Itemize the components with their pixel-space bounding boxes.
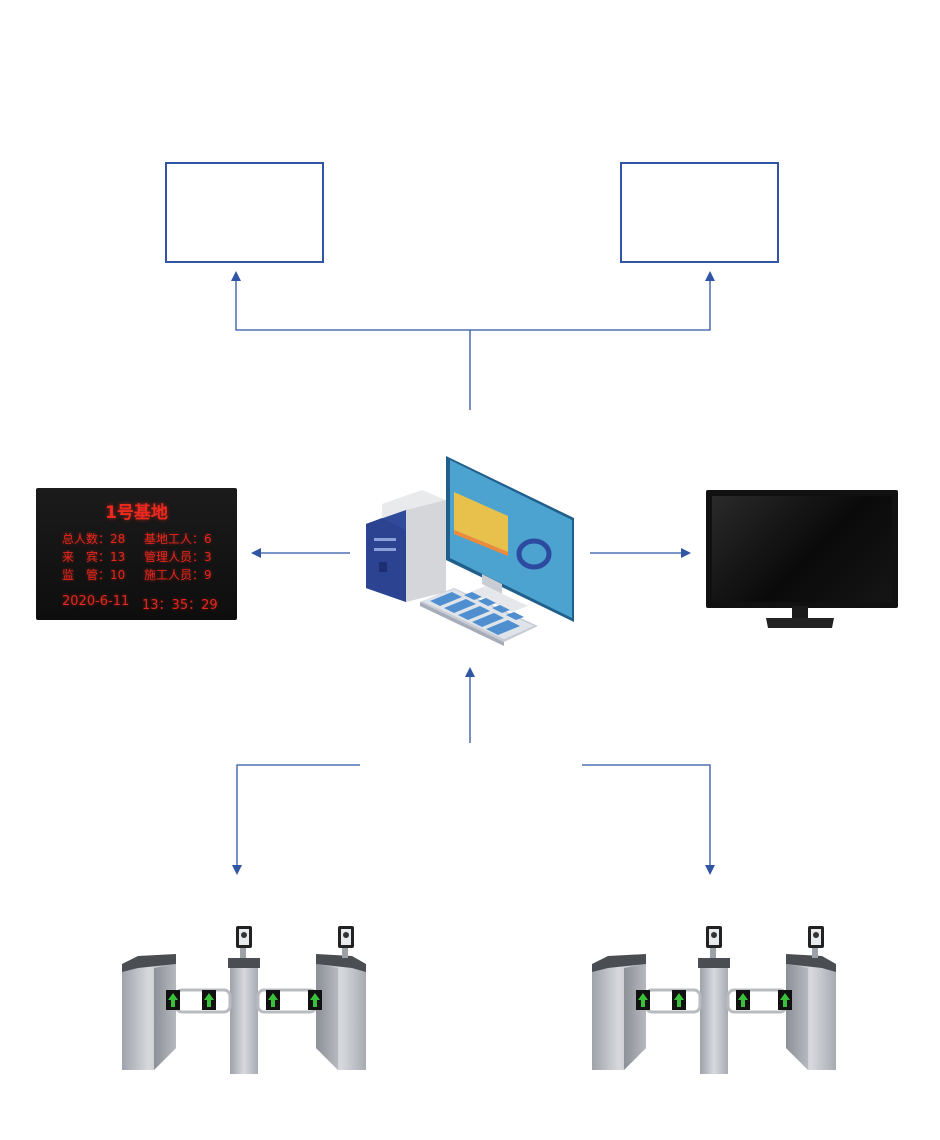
led-supervision: 监 管：10 xyxy=(62,568,126,582)
led-time: 13：35：29 xyxy=(142,598,218,613)
server-box-top-left xyxy=(165,162,324,263)
server-box-top-right xyxy=(620,162,779,263)
led-guests: 来 宾：13 xyxy=(62,550,126,564)
led-managers: 管理人员：3 xyxy=(144,550,212,564)
monitor-stand xyxy=(766,606,834,628)
computer-workstation-icon xyxy=(366,456,574,646)
led-display-board: 1号基地 总人数：28 基地工人：6 来 宾：13 管理人员：3 监 管：10 … xyxy=(36,488,237,620)
connector-to-top-left-box xyxy=(231,271,471,410)
led-construction: 施工人员：9 xyxy=(144,568,212,582)
led-total-count: 总人数：28 xyxy=(62,532,126,546)
turnstile-gate-left xyxy=(122,926,366,1074)
connector-to-right-gates xyxy=(582,764,715,875)
connector-to-top-right-box xyxy=(470,271,715,331)
led-base-workers: 基地工人：6 xyxy=(144,532,212,546)
led-date: 2020-6-11 xyxy=(62,594,130,609)
led-title: 1号基地 xyxy=(105,503,168,523)
monitor-icon xyxy=(706,490,898,608)
monitor-screen xyxy=(712,496,892,602)
turnstile-gate-right xyxy=(592,926,836,1074)
green-arrow-icon xyxy=(636,990,792,1010)
green-arrow-icon xyxy=(166,990,322,1010)
connector-to-left-gates xyxy=(232,764,360,875)
